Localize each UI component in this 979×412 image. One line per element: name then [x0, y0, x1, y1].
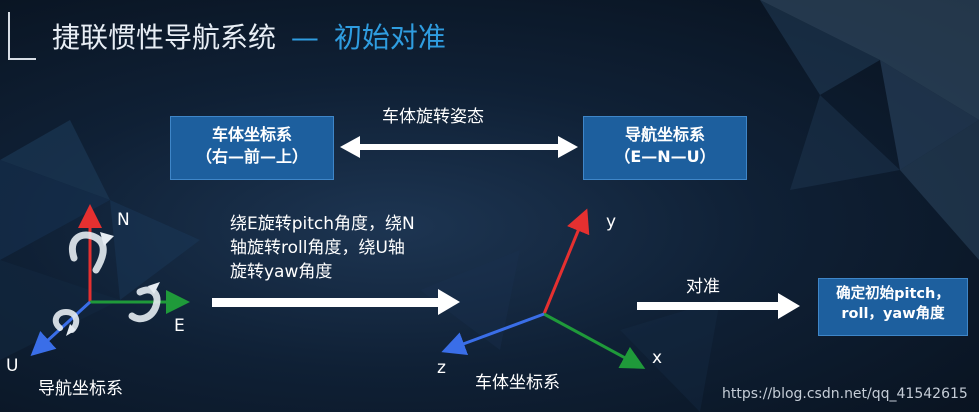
nav-box-line1: 导航坐标系 [624, 125, 705, 144]
rotation-desc-line-2: 轴旋转roll角度，绕U轴 [230, 238, 405, 258]
nav-frame-axes [30, 204, 190, 357]
axis-label-z: z [437, 358, 446, 378]
nav-frame-box: 导航坐标系 （E—N—U） [583, 116, 747, 180]
axis-label-e: E [174, 316, 185, 336]
align-label: 对准 [686, 277, 720, 297]
body-frame-box: 车体坐标系 （右—前—上） [170, 116, 334, 180]
body-frame-caption: 车体坐标系 [475, 373, 560, 393]
result-box: 确定初始pitch， roll，yaw角度 [818, 278, 968, 336]
rotation-desc-line-3: 旋转yaw角度 [230, 262, 333, 282]
watermark: https://blog.csdn.net/qq_41542615 [722, 386, 968, 402]
title-dash: — [290, 21, 319, 54]
body-frame-axes [441, 208, 646, 369]
result-box-line1: 确定初始pitch， [836, 286, 950, 302]
align-arrow [637, 293, 800, 319]
nav-frame-caption: 导航坐标系 [38, 379, 123, 399]
body-box-line1: 车体坐标系 [211, 125, 292, 144]
axis-label-n: N [117, 210, 130, 230]
rotation-desc-line-1: 绕E旋转pitch角度，绕N [230, 214, 415, 234]
title-bracket [8, 12, 36, 60]
title-main: 捷联惯性导航系统 [52, 21, 277, 54]
axis-label-u: U [6, 356, 19, 376]
title-sub: 初始对准 [333, 21, 446, 54]
nav-box-line2: （E—N—U） [614, 146, 716, 166]
result-box-line2: roll，yaw角度 [841, 305, 945, 322]
rotation-double-arrow [340, 136, 578, 158]
rotation-label: 车体旋转姿态 [382, 107, 484, 127]
axis-label-x: x [652, 348, 663, 368]
transform-arrow [212, 289, 460, 315]
axis-label-y: y [606, 212, 617, 232]
page-title: 捷联惯性导航系统 — 初始对准 [52, 16, 446, 56]
body-box-line2: （右—前—上） [195, 146, 308, 166]
rotation-description: 绕E旋转pitch角度，绕N 轴旋转roll角度，绕U轴 旋转yaw角度 [230, 212, 415, 284]
